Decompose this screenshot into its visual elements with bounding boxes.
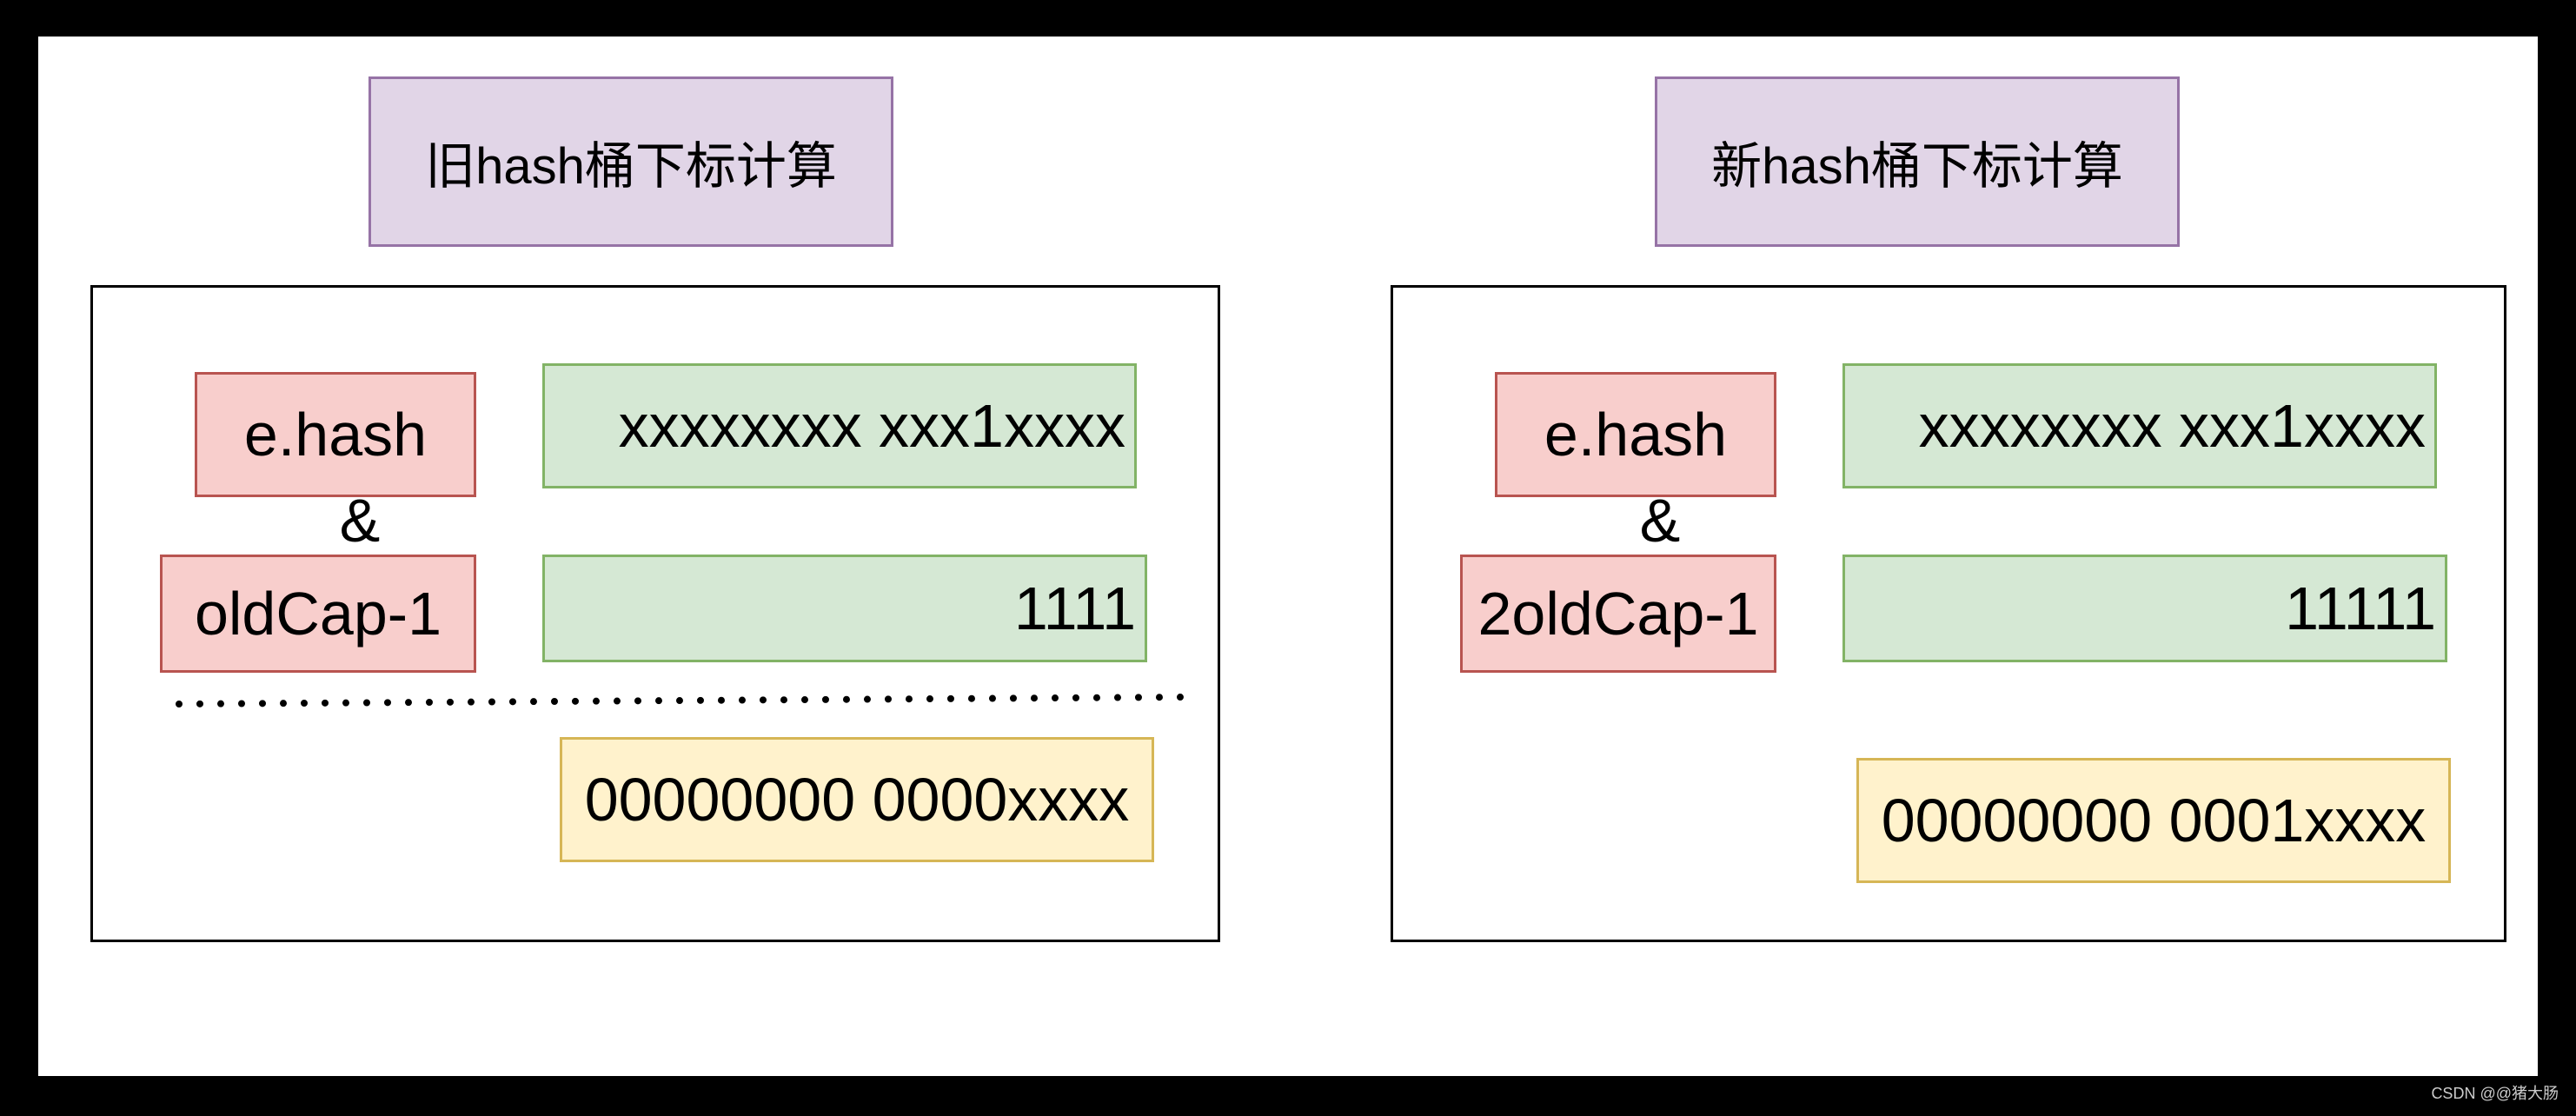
old-hash-bits: xxxxxxxx xxx1xxxx (618, 392, 1125, 460)
old-result-box: 00000000 0000xxxx (560, 737, 1154, 862)
old-mask-label-box: oldCap-1 (160, 555, 476, 673)
old-mask-label: oldCap-1 (194, 580, 442, 648)
new-hash-label: e.hash (1544, 401, 1728, 468)
old-hash-label-box: e.hash (195, 372, 476, 497)
new-hash-bits-box: xxxxxxxx xxx1xxxx (1842, 363, 2437, 488)
new-hash-bits: xxxxxxxx xxx1xxxx (1918, 392, 2426, 460)
old-mask-bits: 1111 (1013, 575, 1136, 642)
watermark: CSDN @@猪大肠 (2431, 1085, 2559, 1102)
old-and-operator: & (339, 487, 381, 555)
new-title: 新hash桶下标计算 (1711, 138, 2123, 195)
new-mask-bits-box: 11111 (1842, 555, 2447, 662)
new-mask-label-box: 2oldCap-1 (1460, 555, 1776, 673)
new-mask-label: 2oldCap-1 (1477, 580, 1759, 648)
new-result-box: 00000000 0001xxxx (1856, 758, 2451, 883)
new-result-bits: 00000000 0001xxxx (1881, 787, 2427, 854)
new-title-box: 新hash桶下标计算 (1655, 76, 2180, 247)
old-hash-label: e.hash (243, 401, 428, 468)
old-hash-bits-box: xxxxxxxx xxx1xxxx (542, 363, 1137, 488)
diagram-canvas: 旧hash桶下标计算 e.hash & oldCap-1 xxxxxxxx xx… (38, 37, 2538, 1076)
old-result-bits: 00000000 0000xxxx (584, 766, 1130, 834)
old-title-box: 旧hash桶下标计算 (368, 76, 893, 247)
new-and-operator: & (1639, 487, 1681, 555)
old-title: 旧hash桶下标计算 (425, 138, 837, 195)
old-mask-bits-box: 1111 (542, 555, 1147, 662)
new-mask-bits: 11111 (2285, 575, 2436, 642)
old-dotted-line (176, 694, 1189, 707)
new-hash-label-box: e.hash (1495, 372, 1776, 497)
